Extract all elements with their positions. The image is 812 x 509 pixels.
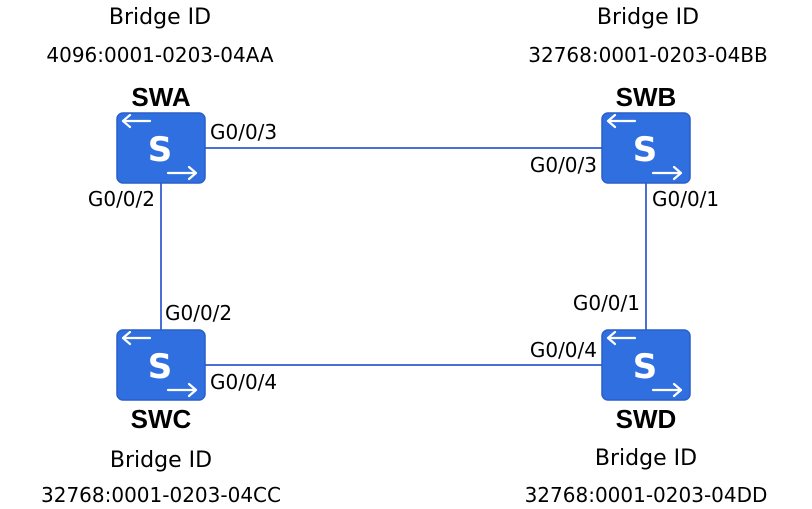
port-label-swa-g002: G0/0/2 — [88, 187, 155, 211]
port-label-swb-g003: G0/0/3 — [530, 153, 597, 177]
right-arrow-icon — [651, 165, 683, 181]
switch-icon — [601, 329, 691, 401]
switch-name-label: SWB — [616, 82, 677, 112]
left-arrow-icon — [121, 330, 152, 346]
bridge-id-title: Bridge ID — [597, 5, 699, 30]
bridge-id-value: 32768:0001-0203-04DD — [525, 483, 768, 507]
switch-swc[interactable]: S SWC Bridge ID 32768:0001-0203-04CC — [41, 329, 281, 507]
switch-name-label: SWA — [131, 82, 190, 112]
switch-swa[interactable]: S SWA Bridge ID 4096:0001-0203-04AA — [46, 5, 274, 184]
bridge-id-value: 32768:0001-0203-04BB — [528, 43, 767, 67]
port-label-swc-g004: G0/0/4 — [210, 370, 277, 394]
bridge-id-title: Bridge ID — [110, 448, 212, 473]
switch-glyph: S — [148, 130, 173, 170]
port-label-swc-g002: G0/0/2 — [165, 301, 232, 325]
switch-glyph: S — [633, 347, 658, 387]
right-arrow-icon — [166, 382, 198, 398]
right-arrow-icon — [166, 165, 198, 181]
port-label-swd-g001: G0/0/1 — [573, 291, 640, 315]
switch-icon — [116, 329, 206, 401]
switch-icon — [601, 112, 691, 184]
switch-swd[interactable]: S SWD Bridge ID 32768:0001-0203-04DD — [525, 329, 768, 507]
port-label-swa-g003: G0/0/3 — [210, 120, 277, 144]
switch-name-label: SWC — [131, 404, 192, 434]
port-label-swb-g001: G0/0/1 — [652, 187, 719, 211]
right-arrow-icon — [651, 382, 683, 398]
switch-glyph: S — [633, 130, 658, 170]
left-arrow-icon — [606, 113, 637, 129]
switch-glyph: S — [148, 347, 173, 387]
left-arrow-icon — [606, 330, 637, 346]
bridge-id-value: 32768:0001-0203-04CC — [41, 483, 281, 507]
port-label-swd-g004: G0/0/4 — [530, 338, 597, 362]
switch-icon — [116, 112, 206, 184]
bridge-id-value: 4096:0001-0203-04AA — [46, 43, 274, 67]
bridge-id-title: Bridge ID — [595, 446, 697, 471]
switch-name-label: SWD — [616, 404, 677, 434]
left-arrow-icon — [121, 113, 152, 129]
bridge-id-title: Bridge ID — [109, 5, 211, 30]
switch-swb[interactable]: S SWB Bridge ID 32768:0001-0203-04BB — [528, 5, 768, 184]
